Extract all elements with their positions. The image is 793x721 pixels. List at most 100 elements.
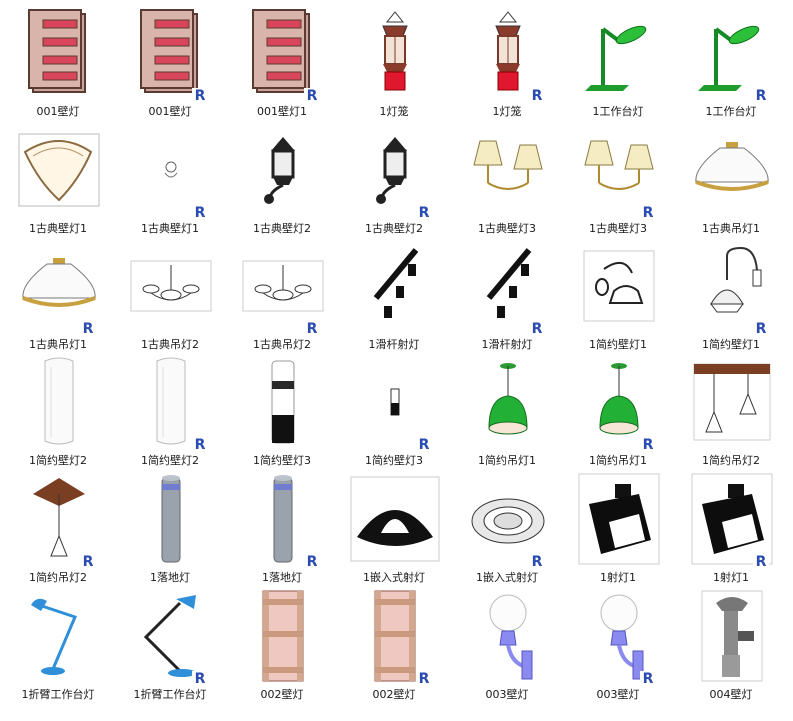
family-tile[interactable]: 1嵌入式射灯 xyxy=(338,470,450,584)
family-tile[interactable]: 1古典壁灯1 xyxy=(2,121,114,235)
file-name-label: 1工作台灯 xyxy=(592,105,644,118)
file-name-label: 002壁灯 xyxy=(372,688,416,701)
file-name-label: 1古典壁灯2 xyxy=(365,222,423,235)
green-desk-lamp-icon xyxy=(584,8,654,98)
family-tile[interactable]: 1折臂工作台灯 xyxy=(2,587,114,701)
file-name-label: 1简约吊灯1 xyxy=(478,454,536,467)
glass-cylinder-sconce-icon xyxy=(24,357,94,447)
revit-badge-icon: R xyxy=(753,321,769,337)
chandelier-icon xyxy=(130,241,212,331)
globe-sconce-icon xyxy=(584,591,654,681)
double-shade-sconce-icon xyxy=(584,125,654,215)
file-name-label: 1嵌入式射灯 xyxy=(363,571,425,584)
family-tile[interactable]: 1简约壁灯3 xyxy=(226,353,338,467)
file-name-label: 1滑杆射灯 xyxy=(481,338,533,351)
file-name-label: 1射灯1 xyxy=(713,571,749,584)
green-desk-lamp-icon xyxy=(697,8,767,98)
revit-badge-icon: R xyxy=(304,321,320,337)
revit-badge-icon: R xyxy=(640,437,656,453)
chandelier-icon xyxy=(242,241,324,331)
file-name-label: 004壁灯 xyxy=(709,688,753,701)
gooseneck-sconce-icon xyxy=(697,241,767,331)
file-name-label: 1简约吊灯2 xyxy=(702,454,760,467)
family-tile[interactable]: 1工作台灯 xyxy=(562,4,674,118)
family-tile[interactable]: R 1射灯1 xyxy=(675,470,787,584)
revit-badge-icon: R xyxy=(192,205,208,221)
family-tile[interactable]: 001壁灯 xyxy=(2,4,114,118)
file-name-label: 1古典壁灯1 xyxy=(141,222,199,235)
revit-badge-icon: R xyxy=(416,437,432,453)
file-name-label: 002壁灯 xyxy=(260,688,304,701)
file-name-label: 1简约吊灯2 xyxy=(29,571,87,584)
file-name-label: 1灯笼 xyxy=(492,105,522,118)
brick-wall-lamp-icon xyxy=(136,8,206,98)
family-tile[interactable]: 1落地灯 xyxy=(114,470,226,584)
bowl-pendant-icon xyxy=(695,125,769,215)
file-name-label: 1古典吊灯1 xyxy=(29,338,87,351)
shell-sconce-icon xyxy=(18,125,100,215)
lantern-icon xyxy=(360,8,430,98)
small-sconce-icon xyxy=(136,125,206,215)
bollard-icon xyxy=(136,474,206,564)
recessed-black-icon xyxy=(350,474,440,564)
brick-wall-lamp-icon xyxy=(248,8,318,98)
box-spotlight-icon xyxy=(691,473,773,565)
family-tile[interactable]: 1简约吊灯1 xyxy=(451,353,563,467)
revit-badge-icon: R xyxy=(753,554,769,570)
family-tile[interactable]: 1古典吊灯2 xyxy=(114,237,226,351)
bowl-pendant-icon xyxy=(22,241,96,331)
tube-sconce-icon xyxy=(248,357,318,447)
family-tile[interactable]: 1古典吊灯1 xyxy=(675,121,787,235)
family-tile[interactable]: 004壁灯 xyxy=(675,587,787,701)
faucet-sconce-icon xyxy=(697,590,767,682)
black-lantern-sconce-icon xyxy=(248,125,318,215)
file-name-label: 1简约壁灯2 xyxy=(141,454,199,467)
track-spotlight-icon xyxy=(473,241,543,331)
file-name-label: 001壁灯 xyxy=(36,105,80,118)
family-tile[interactable]: 1古典壁灯3 xyxy=(451,121,563,235)
family-tile[interactable]: 1射灯1 xyxy=(562,470,674,584)
family-tile[interactable]: 002壁灯 xyxy=(226,587,338,701)
family-tile[interactable]: 1滑杆射灯 xyxy=(338,237,450,351)
revit-badge-icon: R xyxy=(640,671,656,687)
file-name-label: 1简约壁灯1 xyxy=(589,338,647,351)
file-name-label: 1古典壁灯3 xyxy=(478,222,536,235)
family-tile[interactable]: 1古典壁灯2 xyxy=(226,121,338,235)
lantern-icon xyxy=(473,8,543,98)
family-tile[interactable]: 003壁灯 xyxy=(451,587,563,701)
revit-badge-icon: R xyxy=(753,88,769,104)
file-name-label: 1简约壁灯2 xyxy=(29,454,87,467)
family-tile[interactable]: 1简约壁灯1 xyxy=(562,237,674,351)
file-name-label: 1嵌入式射灯 xyxy=(476,571,538,584)
globe-sconce-icon xyxy=(473,591,543,681)
file-name-label: 1工作台灯 xyxy=(705,105,757,118)
file-name-label: 1古典壁灯2 xyxy=(253,222,311,235)
family-tile[interactable]: 1简约吊灯2 xyxy=(675,353,787,467)
box-spotlight-icon xyxy=(578,473,660,565)
family-tile[interactable]: 1灯笼 xyxy=(338,4,450,118)
revit-badge-icon: R xyxy=(80,554,96,570)
single-cone-pendant-icon xyxy=(24,474,94,564)
revit-badge-icon: R xyxy=(529,554,545,570)
family-tile[interactable]: 1简约壁灯2 xyxy=(2,353,114,467)
